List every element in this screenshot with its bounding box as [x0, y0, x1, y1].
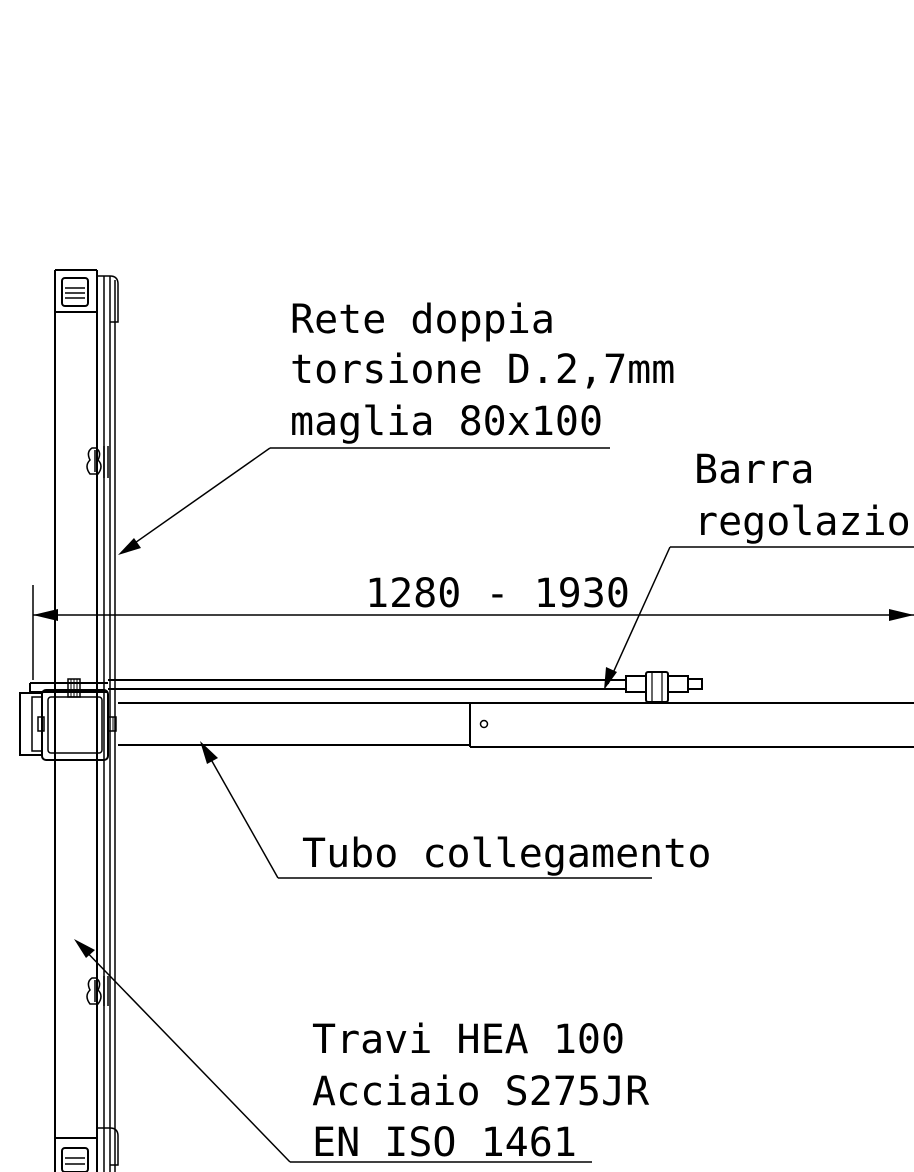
hea-beam [54, 269, 98, 1172]
label-rete-line1: Rete doppia [290, 297, 555, 343]
arrowhead-dimension-left [33, 609, 58, 621]
dimension-text: 1280 - 1930 [365, 571, 630, 617]
label-rete-line3: maglia 80x100 [290, 399, 603, 445]
arrowhead-dimension-right [889, 609, 914, 621]
leader-tubo [203, 746, 652, 879]
label-barra-line2: regolazione [694, 499, 914, 545]
arrowhead-travi [74, 939, 95, 958]
label-travi-line2: Acciaio S275JR [312, 1069, 650, 1115]
mesh-clip-lower [86, 976, 109, 1006]
leader-rete [121, 447, 610, 553]
label-travi-line1: Travi HEA 100 [312, 1017, 625, 1063]
label-barra-line1: Barra [694, 447, 814, 493]
dimension-line [32, 585, 914, 680]
arrowhead-tubo [200, 741, 218, 764]
label-tubo: Tubo collegamento [302, 831, 711, 877]
mesh-clip-upper [86, 446, 109, 478]
leader-travi [77, 942, 592, 1163]
connection-tube [118, 702, 914, 748]
arrowhead-barra [604, 667, 617, 690]
leader-barra [607, 546, 914, 685]
label-rete-line2: torsione D.2,7mm [290, 347, 675, 393]
arrowhead-rete [118, 538, 141, 555]
beam-connection-bracket [19, 678, 117, 761]
label-travi-line3: EN ISO 1461 [312, 1120, 577, 1166]
